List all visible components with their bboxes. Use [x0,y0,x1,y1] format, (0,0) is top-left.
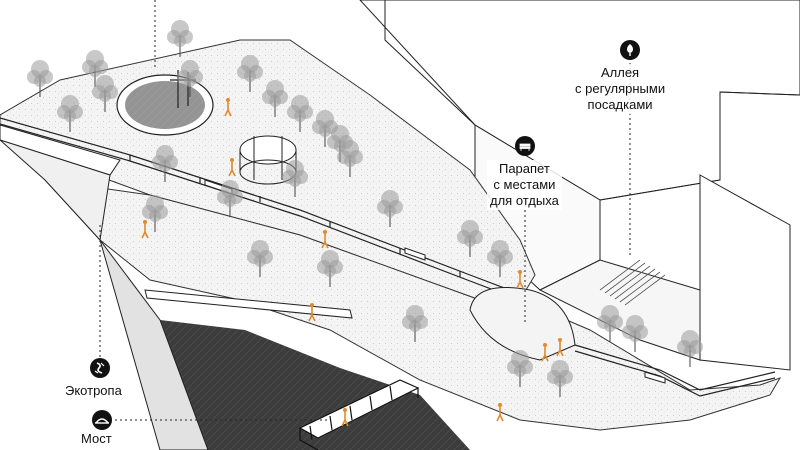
tree [27,60,53,97]
tree [597,305,623,342]
tree [547,360,573,397]
tree [247,240,273,277]
person [496,403,504,422]
tree-icon [620,40,640,60]
tree [317,250,343,287]
person [224,98,232,117]
person [308,303,316,322]
person [541,343,549,362]
alley-callout-line-3: посадками [587,97,653,112]
ecotrail-label: Экотропа [65,383,122,398]
person [141,220,149,239]
leader-lines [99,0,631,421]
bench-icon [515,136,535,156]
tree [457,220,483,257]
bridge-callout: Мост [78,430,115,448]
tree [167,20,193,57]
trees [27,20,703,397]
tree [152,145,178,182]
tree [402,305,428,342]
bridge-label: Мост [81,431,112,446]
ecotrail-callout: Экотропа [62,382,125,400]
person [556,338,564,357]
people [141,98,564,427]
tree [217,180,243,217]
tree [487,240,513,277]
person [321,230,329,249]
retaining-walls [0,124,353,450]
tree [262,80,288,117]
tree [287,95,313,132]
tree [142,195,168,232]
bridge-icon [92,410,112,430]
curved-terrace [469,287,576,361]
tree [282,160,308,197]
river-water [160,320,470,450]
stairs [599,259,666,306]
parapet-callout: Парапет с местами для отдыха [487,160,562,210]
tree [622,315,648,352]
tree [82,50,108,87]
person [341,408,349,427]
tree [177,60,203,97]
tree [237,55,263,92]
parapet-railing [0,117,776,397]
tree [57,95,83,132]
parapet-callout-line-3: для отдыха [490,193,559,208]
trail-icon [90,358,110,378]
tree [92,75,118,112]
person [228,158,236,177]
parapet-callout-line-1: Парапет [498,161,550,176]
alley-callout-line-2: с регулярными [575,81,666,96]
person [516,270,524,289]
alley-callout-line-1: Аллея [600,65,640,80]
tree [507,350,533,387]
parapet-callout-line-2: с местами [493,177,556,192]
alley-callout: Аллея с регулярными посадками [572,64,669,114]
tree [337,140,363,177]
tree [377,190,403,227]
tree [677,330,703,367]
round-playground [116,70,214,136]
footbridge [298,379,420,450]
